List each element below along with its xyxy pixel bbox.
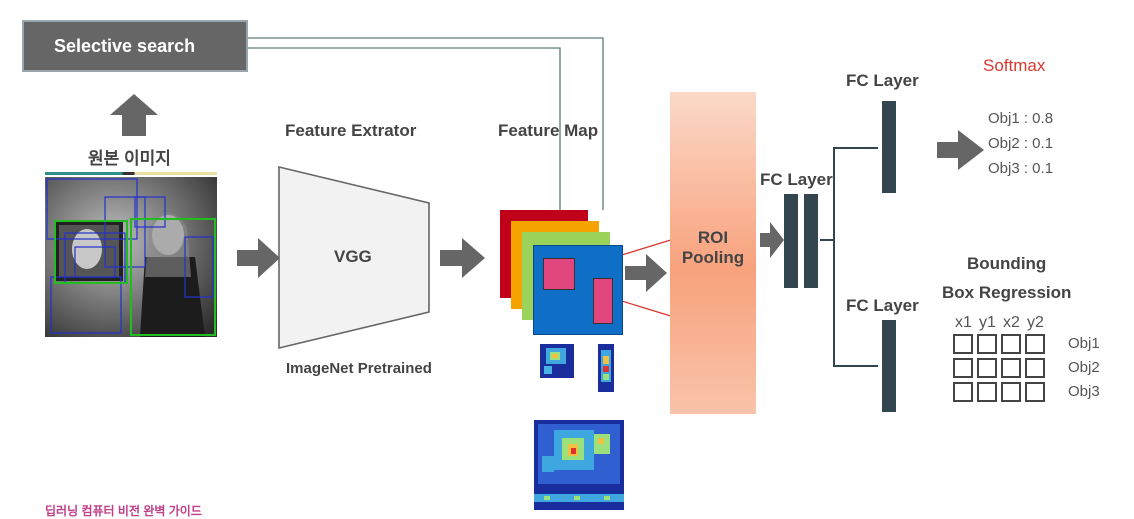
bbox-cell [953, 358, 973, 378]
right-arrow-icon-4 [760, 222, 784, 258]
bbox-row-obj2: Obj2 [1068, 359, 1100, 376]
softmax-output-1: Obj1 : 0.8 [988, 110, 1054, 127]
right-arrow-icon-1 [237, 238, 280, 278]
proposal-box-blue-1 [46, 178, 138, 240]
right-arrow-icon-5 [937, 130, 984, 170]
roi-pooling-label: ROI Pooling [681, 228, 745, 267]
vgg-trapezoid [278, 165, 430, 350]
right-arrow-icon-2 [440, 238, 485, 278]
heatmap-large [534, 420, 624, 510]
bbox-cell [1025, 334, 1045, 354]
roi-pooling-block: ROI Pooling [670, 92, 756, 414]
bbox-column-y1: y1 [979, 314, 996, 331]
softmax-output-2: Obj2 : 0.1 [988, 135, 1054, 152]
proposal-box-blue-5 [184, 236, 214, 298]
fc-layer-top-label: FC Layer [846, 71, 919, 90]
heatmap-small-2 [598, 344, 614, 392]
input-image-label: 원본 이미지 [88, 149, 171, 168]
fc-layer-mid-block-2 [804, 194, 818, 288]
bbox-cell [1001, 382, 1021, 402]
footer-text: 딥러닝 컴퓨터 비전 완벽 가이드 [45, 504, 202, 518]
softmax-output-3: Obj3 : 0.1 [988, 160, 1054, 177]
fc-layer-bottom-block [882, 320, 896, 412]
bbox-cell [1025, 382, 1045, 402]
photo-tv-face [72, 229, 102, 269]
up-arrow-icon [110, 94, 158, 136]
bbox-cell [1001, 358, 1021, 378]
bbox-cell [953, 382, 973, 402]
bbox-title-line2: Box Regression [942, 283, 1072, 302]
photo-person-hair [145, 213, 191, 277]
proposal-line-1 [248, 37, 604, 210]
image-top-stripe [45, 172, 217, 175]
bbox-row-obj3: Obj3 [1068, 383, 1100, 400]
proposal-box-green-1 [54, 220, 128, 284]
branch-line-top [820, 147, 878, 241]
input-photo [45, 177, 217, 337]
roi-box-1 [543, 258, 575, 290]
vgg-label: VGG [334, 247, 372, 266]
proposal-box-green-2 [130, 218, 216, 336]
bbox-cell [977, 382, 997, 402]
proposal-box-blue-7 [134, 196, 166, 228]
selective-search-box: Selective search [22, 20, 248, 72]
bbox-column-y2: y2 [1027, 314, 1044, 331]
bbox-cell [1001, 334, 1021, 354]
bbox-cell [977, 358, 997, 378]
right-arrow-icon-3 [625, 254, 667, 292]
feature-extractor-label: Feature Extrator [285, 121, 417, 140]
proposal-line-2 [248, 47, 561, 255]
fc-layer-mid-block-1 [784, 194, 798, 288]
bbox-column-x1: x1 [955, 314, 972, 331]
roi-box-2 [593, 278, 613, 324]
fc-layer-bottom-label: FC Layer [846, 296, 919, 315]
feature-map-label: Feature Map [498, 121, 599, 140]
bbox-row-obj1: Obj1 [1068, 335, 1100, 352]
proposal-box-blue-3 [104, 196, 146, 268]
bbox-title-line1: Bounding [967, 254, 1047, 273]
bbox-cell [953, 334, 973, 354]
softmax-label: Softmax [983, 56, 1046, 75]
branch-line-bottom [833, 240, 878, 367]
bbox-cell [1025, 358, 1045, 378]
proposal-box-blue-6 [74, 246, 116, 278]
fc-layer-mid-label: FC Layer [760, 170, 833, 189]
bbox-cell [977, 334, 997, 354]
fc-layer-top-block [882, 101, 896, 193]
heatmap-small-1 [540, 344, 574, 378]
bbox-column-x2: x2 [1003, 314, 1020, 331]
pretrained-label: ImageNet Pretrained [286, 360, 432, 377]
